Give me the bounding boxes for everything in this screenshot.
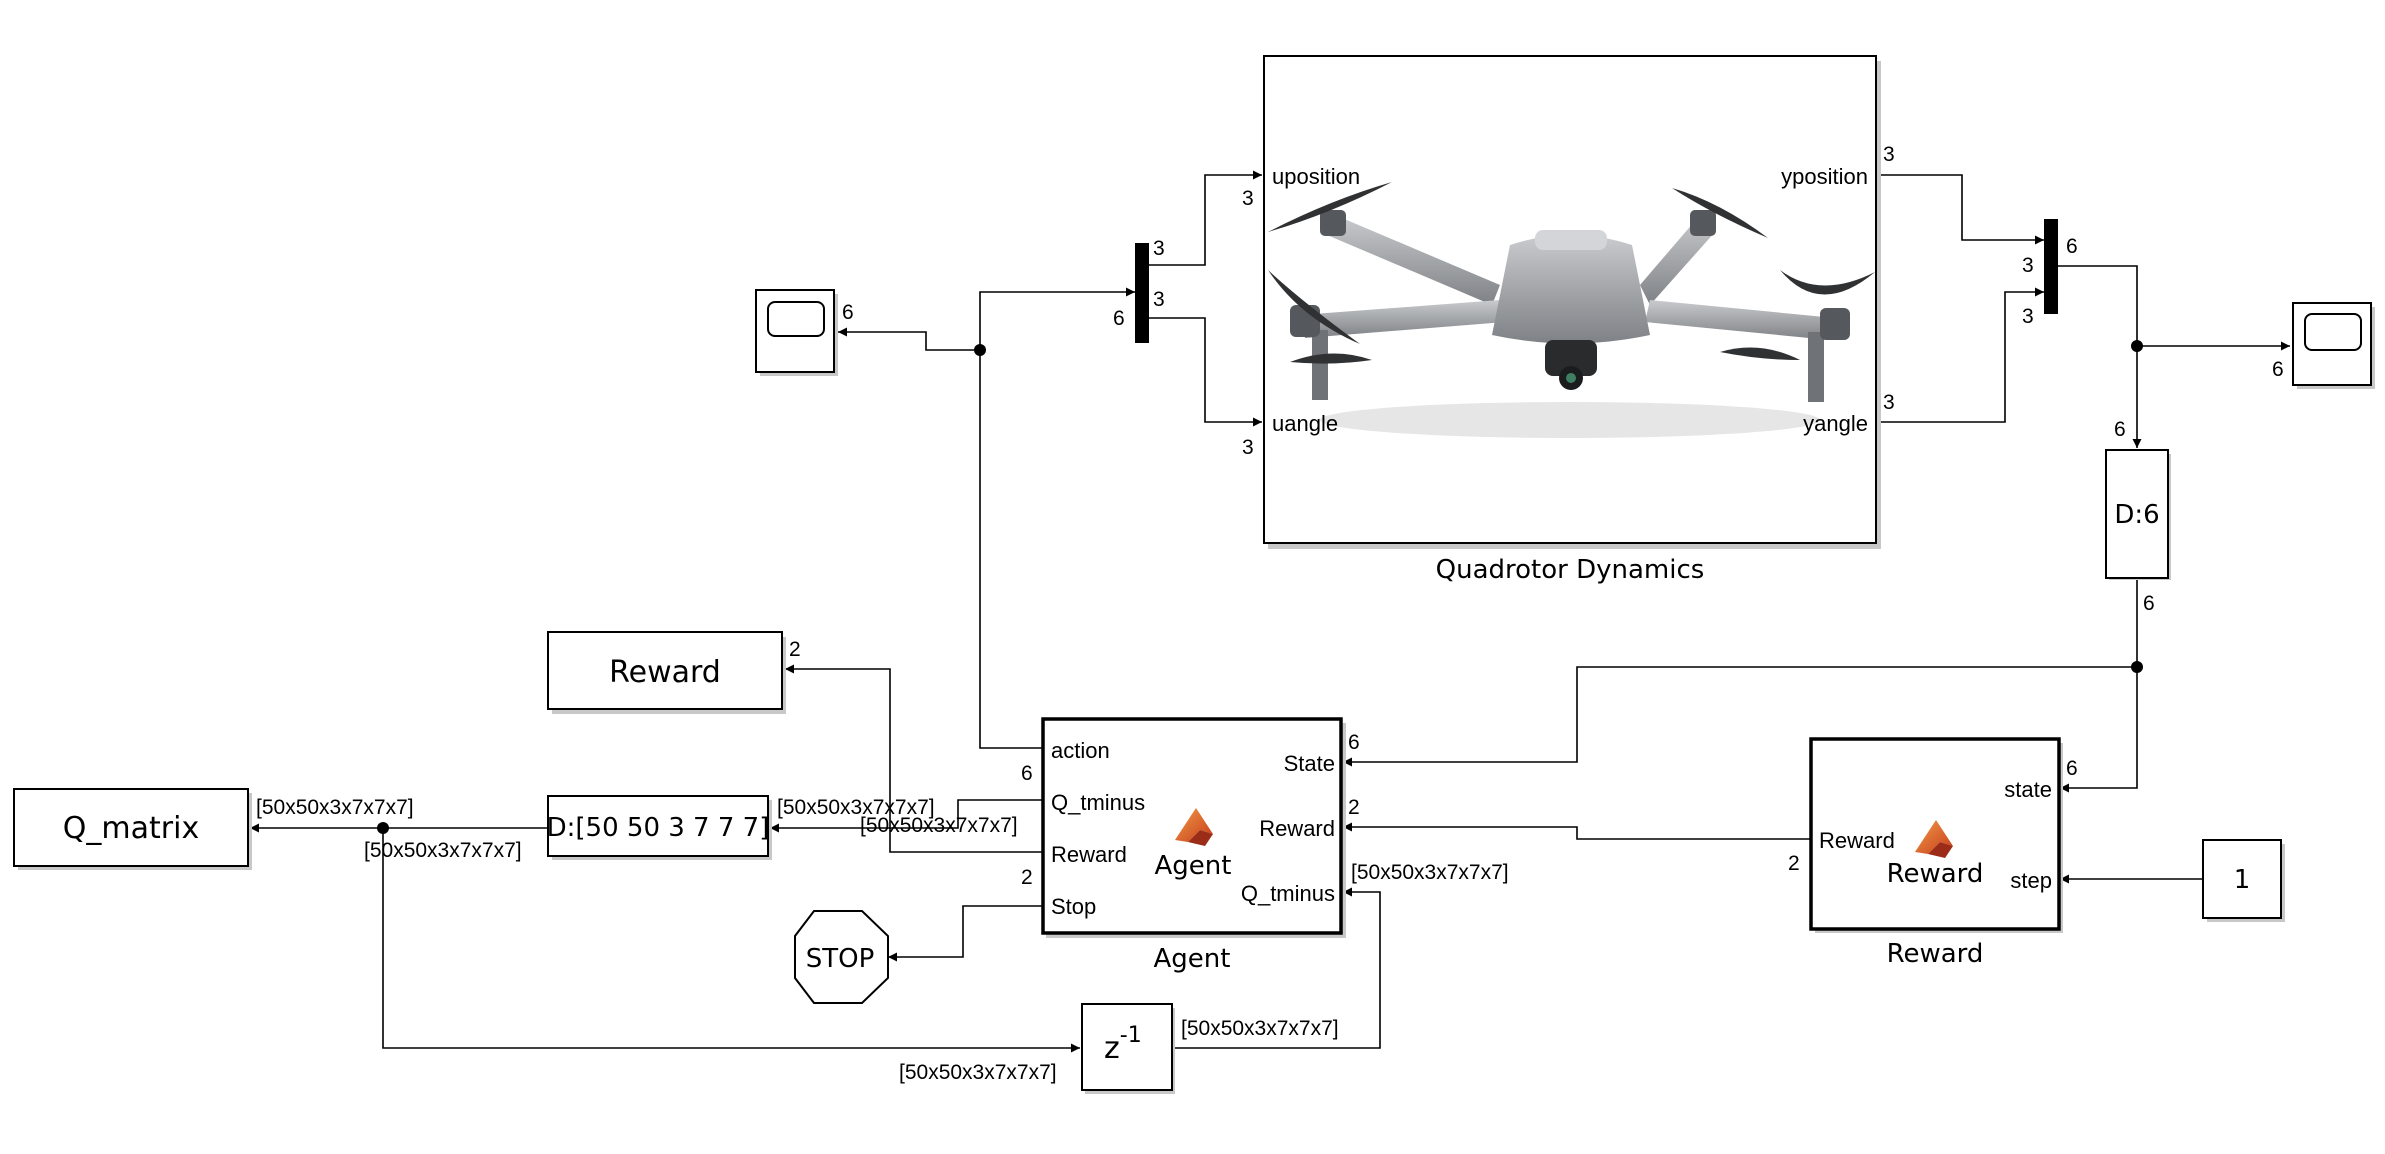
q-dims-label: [50x50x3x7x7x7] [899,1061,1057,1084]
dim-label: 2 [1348,796,1360,819]
dim-label: 3 [1883,143,1895,166]
dim-label: 2 [789,638,801,661]
reshape-q-block[interactable]: D:[50 50 3 7 7 7] [547,795,772,860]
matlab-function-icon [1175,808,1213,846]
reward-function-block[interactable]: Reward Reward state step [1809,737,2063,933]
reward-function-center-label: Reward [1887,859,1984,889]
reshape-q-label: D:[50 50 3 7 7 7] [547,813,770,843]
drone-icon [1268,182,1875,438]
dim-label: 6 [1348,731,1360,754]
reward-function-title: Reward [1887,939,1984,969]
dim-label: 3 [2022,305,2034,328]
scope-right-block[interactable] [2292,302,2375,389]
q-matrix-block[interactable]: Q_matrix [13,788,252,870]
dim-label: 3 [2022,254,2034,277]
stop-block[interactable]: STOP [794,910,889,1004]
signal-dimension-labels: 3 3 3 3 6 6 3 3 3 3 6 6 6 6 6 6 2 2 6 2 … [256,143,2284,1084]
agent-title: Agent [1154,944,1231,974]
port-label-yangle: yangle [1803,411,1868,436]
dim-label: 6 [1021,762,1033,785]
port-label-uposition: uposition [1272,164,1360,189]
dim-label: 3 [1153,288,1165,311]
matlab-function-icon [1915,820,1953,858]
dim-label: 6 [2066,757,2078,780]
delay-label: z-1 [1104,1023,1142,1066]
junction-dot [2131,661,2143,673]
dim-label: 3 [1883,391,1895,414]
scope-left-block[interactable] [755,289,838,376]
port-label-stop: Stop [1051,894,1096,919]
port-label-state-out: State [1284,751,1335,776]
quadrotor-title: Quadrotor Dynamics [1436,555,1705,585]
q-dims-label: [50x50x3x7x7x7] [1351,861,1509,884]
mux-left-block[interactable] [1135,243,1149,343]
dim-label: 6 [2066,235,2078,258]
reshape-d6-block[interactable]: D:6 [2105,449,2171,580]
constant-block[interactable]: 1 [2202,839,2285,922]
mux-right-block[interactable] [2044,219,2058,314]
junction-dot [377,822,389,834]
q-matrix-label: Q_matrix [63,811,199,846]
dim-label: 6 [2114,418,2126,441]
dim-label: 6 [1113,307,1125,330]
dim-label: 6 [2272,358,2284,381]
scope-screen-icon [2304,313,2362,351]
dim-label: 3 [1242,187,1254,210]
port-label-step: step [2010,868,2052,893]
quadrotor-dynamics-block[interactable]: uposition uangle yposition yangle [1263,55,1881,549]
q-dims-label: [50x50x3x7x7x7] [364,839,522,862]
reward-display-label: Reward [609,655,721,690]
port-label-reward-fn-out: Reward [1819,828,1895,853]
q-dims-label: [50x50x3x7x7x7] [860,814,1018,837]
junction-dot [2131,340,2143,352]
port-label-q-tminus-out: Q_tminus [1241,881,1335,906]
dim-label: 6 [2143,592,2155,615]
dim-label: 3 [1242,436,1254,459]
reward-display-block[interactable]: Reward [547,631,786,714]
scope-screen-icon [767,301,825,337]
port-label-q-tminus-in: Q_tminus [1051,790,1145,815]
reshape-d6-label: D:6 [2114,500,2159,530]
agent-block[interactable]: Agent action Q_tminus Reward Stop State … [1041,717,1346,938]
port-label-reward-out: Reward [1259,816,1335,841]
junction-dot [974,344,986,356]
stop-label: STOP [806,944,875,974]
dim-label: 2 [1021,866,1033,889]
port-label-yposition: yposition [1781,164,1868,189]
q-dims-label: [50x50x3x7x7x7] [777,796,935,819]
q-dims-label: [50x50x3x7x7x7] [256,796,414,819]
unit-delay-block[interactable]: z-1 [1081,1003,1175,1094]
dim-label: 6 [842,301,854,324]
port-label-reward-in: Reward [1051,842,1127,867]
port-label-state-in: state [2004,777,2052,802]
signal-lines [250,170,2290,1053]
constant-label: 1 [2234,865,2251,895]
port-label-action: action [1051,738,1110,763]
q-dims-label: [50x50x3x7x7x7] [1181,1017,1339,1040]
port-label-uangle: uangle [1272,411,1338,436]
dim-label: 3 [1153,237,1165,260]
dim-label: 2 [1788,852,1800,875]
agent-center-label: Agent [1155,851,1232,881]
